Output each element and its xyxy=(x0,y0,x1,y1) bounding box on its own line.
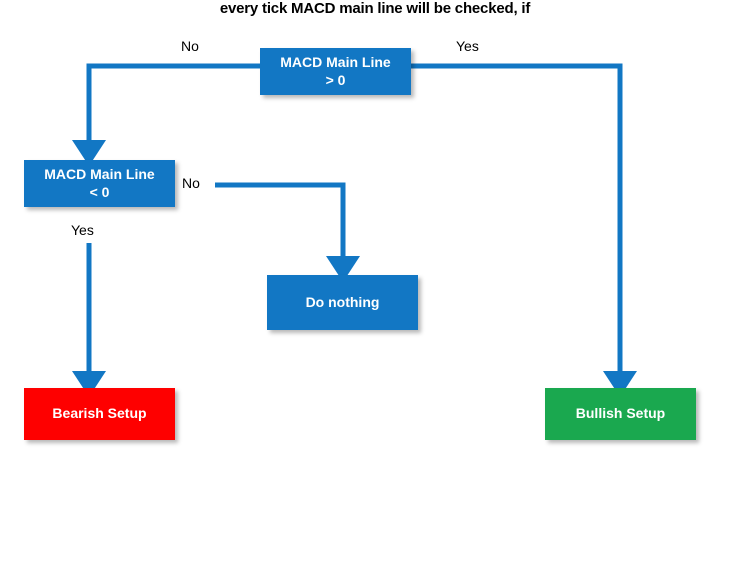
node-line-1: Do nothing xyxy=(305,293,380,310)
edge-label-lt-yes: Yes xyxy=(71,222,94,238)
edge-lt-no-path xyxy=(215,182,360,282)
edge-gt-yes-path xyxy=(411,63,637,397)
edge-label-gt-no: No xyxy=(181,38,199,54)
page-title: every tick MACD main line will be checke… xyxy=(219,0,531,17)
node-line-2: < 0 xyxy=(89,183,110,200)
edge-gt-no-path xyxy=(72,63,260,166)
node-line-1: MACD Main Line xyxy=(44,166,155,182)
node-bullish-setup[interactable]: Bullish Setup xyxy=(545,388,696,440)
node-line-1: Bearish Setup xyxy=(52,405,147,422)
node-line-1: Bullish Setup xyxy=(575,405,666,422)
node-bearish-setup[interactable]: Bearish Setup xyxy=(24,388,175,440)
node-text: MACD Main Line < 0 xyxy=(44,166,154,201)
edge-label-gt-yes: Yes xyxy=(456,38,479,54)
node-decision-macd-greater-than-zero[interactable]: MACD Main Line > 0 xyxy=(260,48,411,95)
node-decision-macd-less-than-zero[interactable]: MACD Main Line < 0 xyxy=(24,160,175,207)
node-line-2: > 0 xyxy=(325,71,346,88)
node-line-1: MACD Main Line xyxy=(280,54,391,70)
node-text: MACD Main Line > 0 xyxy=(280,54,390,89)
node-do-nothing[interactable]: Do nothing xyxy=(267,275,418,330)
edge-label-lt-no: No xyxy=(182,175,200,191)
